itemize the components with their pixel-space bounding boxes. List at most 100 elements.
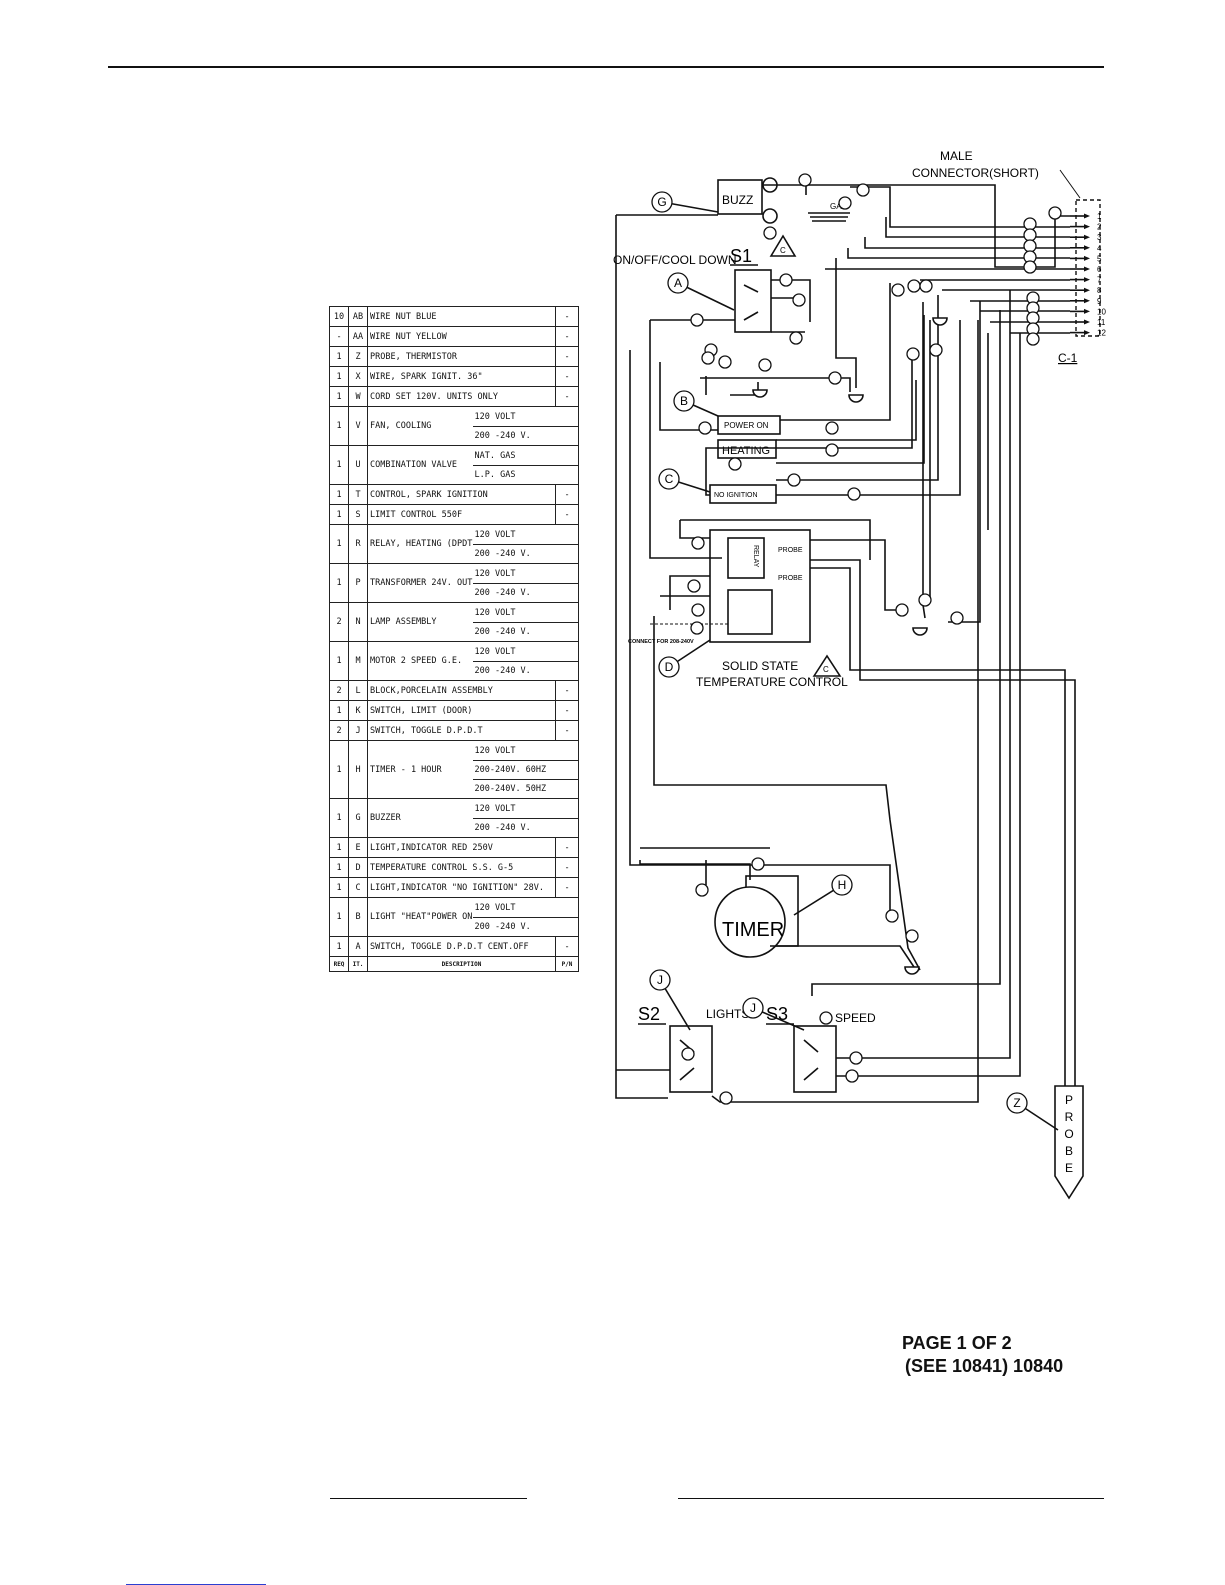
page-indicator: PAGE 1 OF 2 bbox=[902, 1333, 1012, 1353]
parts-variant: 200 -240 V. bbox=[472, 916, 578, 936]
revision-mark: C bbox=[823, 665, 829, 674]
probe-letter: P bbox=[1065, 1093, 1073, 1107]
parts-pn: - bbox=[555, 504, 579, 525]
parts-item-id: U bbox=[348, 445, 368, 485]
parts-pn: - bbox=[555, 366, 579, 387]
parts-variant: 120 VOLT bbox=[474, 646, 516, 657]
wire-number-marker bbox=[828, 371, 842, 385]
parts-description: RELAY, HEATING (DPDT) bbox=[367, 524, 473, 564]
wire-number-marker bbox=[825, 443, 839, 457]
buzzer-label: BUZZ bbox=[722, 193, 753, 207]
connector-pin-label: 12 bbox=[1097, 329, 1106, 338]
parts-qty: 1 bbox=[329, 936, 349, 957]
revision-triangle bbox=[812, 654, 842, 677]
switch-s1[interactable] bbox=[734, 269, 772, 333]
parts-qty: 1 bbox=[329, 504, 349, 525]
wire-number-marker bbox=[690, 621, 704, 635]
parts-description: FAN, COOLING bbox=[367, 406, 473, 446]
parts-variant: 120 VOLT bbox=[474, 411, 516, 422]
connector-pin-label: 7 bbox=[1097, 276, 1102, 285]
parts-item-id: AB bbox=[348, 306, 368, 327]
wire-run bbox=[836, 290, 1011, 1059]
parts-description: LAMP ASSEMBLY bbox=[367, 602, 473, 642]
connector-pin-label: 3 bbox=[1097, 233, 1102, 242]
callout-letter: Z bbox=[1013, 1096, 1020, 1110]
parts-description: SWITCH, LIMIT (DOOR) bbox=[367, 700, 556, 721]
wire-number-marker bbox=[690, 313, 704, 327]
parts-qty: 1 bbox=[329, 740, 349, 799]
parts-qty: 1 bbox=[329, 798, 349, 838]
s3-name: S3 bbox=[766, 1004, 788, 1024]
revision-mark: C bbox=[780, 246, 786, 255]
parts-pn: - bbox=[555, 720, 579, 741]
wire-number-marker bbox=[905, 929, 919, 943]
connector-pin-label: 10 bbox=[1097, 307, 1106, 316]
footer-rule-left bbox=[330, 1498, 527, 1499]
parts-description: LIGHT,INDICATOR RED 250V bbox=[367, 837, 556, 858]
s1-contact bbox=[743, 284, 759, 293]
parts-variant: 120 VOLT bbox=[474, 529, 516, 540]
probe-letter: R bbox=[1065, 1110, 1074, 1124]
s1-contact bbox=[743, 311, 759, 321]
connector-pin-arrowhead bbox=[1084, 245, 1090, 251]
callout-letter: H bbox=[838, 878, 847, 892]
wire-number-marker bbox=[779, 273, 793, 287]
wire-number-marker bbox=[751, 857, 765, 871]
parts-description: TIMER - 1 HOUR bbox=[367, 740, 473, 799]
callout-letter: J bbox=[750, 1001, 756, 1015]
connector-pin-label: 6 bbox=[1097, 265, 1102, 274]
wire-number-marker bbox=[1023, 217, 1037, 231]
wire-run bbox=[780, 283, 891, 421]
parts-qty: 2 bbox=[329, 602, 349, 642]
parts-qty: 2 bbox=[329, 680, 349, 701]
wire-run bbox=[711, 320, 979, 1103]
wire-number-marker bbox=[789, 331, 803, 345]
indicator-heating bbox=[717, 439, 777, 459]
callout-letter: D bbox=[665, 660, 674, 674]
callout-bubble bbox=[667, 272, 689, 294]
parts-variant: 200-240V. 60HZ bbox=[472, 759, 578, 779]
parts-pn: - bbox=[555, 346, 579, 367]
timer[interactable] bbox=[714, 886, 786, 958]
connector-pin-arrowhead bbox=[1084, 330, 1090, 336]
parts-qty: 1 bbox=[329, 897, 349, 937]
wire-nut bbox=[848, 394, 864, 403]
parts-pn: - bbox=[555, 700, 579, 721]
wire-run bbox=[679, 520, 710, 539]
wire-run bbox=[649, 320, 722, 559]
wire-number-marker bbox=[918, 593, 932, 607]
connector-pin-arrowhead bbox=[1084, 213, 1090, 219]
parts-qty: 10 bbox=[329, 306, 349, 327]
wire-run bbox=[653, 616, 921, 971]
probe-letters: PROBE bbox=[1064, 1093, 1073, 1175]
probe-letter: O bbox=[1064, 1127, 1073, 1141]
parts-qty: 1 bbox=[329, 563, 349, 603]
wire-number-marker bbox=[847, 487, 861, 501]
wire-number-marker bbox=[681, 1047, 695, 1061]
wire-run bbox=[776, 315, 925, 464]
wire-run bbox=[948, 301, 981, 623]
wiring bbox=[615, 184, 1076, 1103]
parts-description: COMBINATION VALVE bbox=[367, 445, 473, 485]
probe-letter: E bbox=[1065, 1161, 1073, 1175]
wire-run bbox=[615, 215, 668, 1099]
parts-variant: 120 VOLT bbox=[474, 568, 516, 579]
switch-s3-speed[interactable] bbox=[793, 1025, 837, 1093]
wire-number-marker bbox=[929, 343, 943, 357]
wire-run bbox=[810, 559, 1076, 1086]
callout-letter: J bbox=[657, 973, 663, 987]
wire-number-marker bbox=[787, 473, 801, 487]
connector-pin-arrowhead bbox=[1084, 319, 1090, 325]
parts-pn: - bbox=[555, 386, 579, 407]
connector-pin-label: 11 bbox=[1097, 318, 1106, 327]
